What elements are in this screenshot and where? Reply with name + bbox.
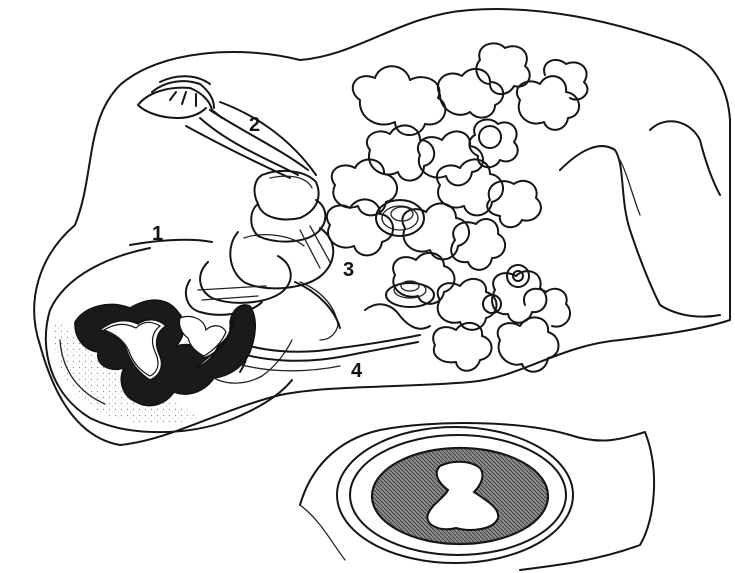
coiled-tube-upper — [138, 76, 316, 178]
label-3: 3 — [343, 259, 354, 281]
cross-section-circle — [337, 427, 573, 563]
folded-organ — [46, 240, 340, 432]
label-4: 4 — [351, 360, 363, 382]
label-2: 2 — [249, 114, 260, 136]
lobule-cluster — [327, 43, 588, 371]
tube-segments-central — [186, 171, 333, 315]
right-channel — [560, 121, 720, 316]
label-1: 1 — [152, 223, 163, 245]
